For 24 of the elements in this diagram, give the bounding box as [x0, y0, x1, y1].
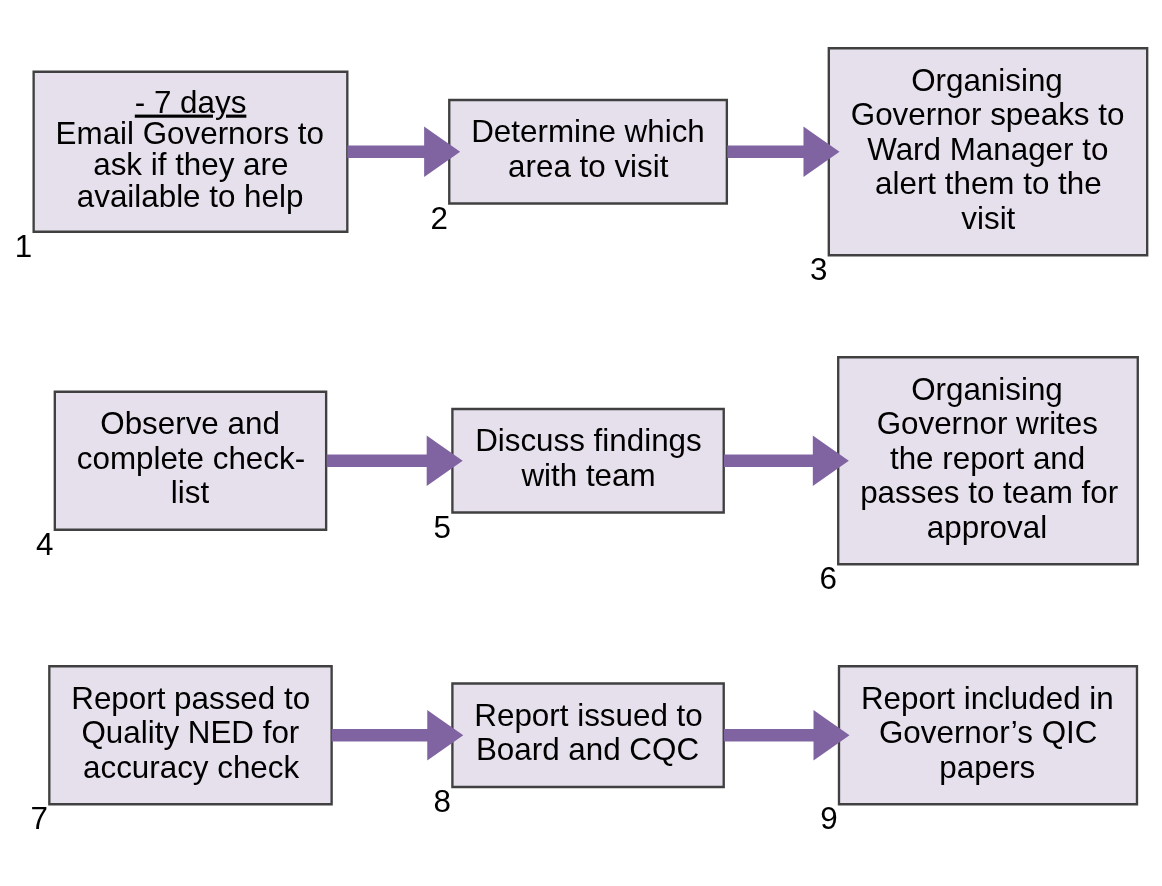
node-label: 1 [14, 228, 33, 264]
node-box: Organising Governor speaks to Ward Manager to alert them to the visit [827, 46, 1149, 256]
node-label: 8 [433, 783, 452, 819]
node-label: 3 [809, 251, 828, 287]
arrow [727, 126, 840, 177]
node-box: Discuss findings with team [451, 407, 725, 514]
arrow [347, 126, 461, 177]
node-label: 6 [819, 560, 837, 596]
arrow [723, 435, 849, 486]
arrow [326, 435, 463, 486]
node-box: Observe and complete check-list [53, 390, 328, 531]
node-box: - 7 days Email Governors to ask if they are available to help [32, 70, 349, 233]
arrow [723, 709, 850, 760]
node-label: 5 [433, 509, 452, 545]
node-box: Report passed to Quality NED for accuracy check [48, 664, 333, 805]
node-label: 9 [820, 800, 838, 836]
node-box: Report included in Governor’s QIC papers [837, 664, 1139, 805]
node-label: 7 [30, 800, 48, 836]
arrow [331, 709, 464, 760]
node-label: 2 [430, 200, 448, 236]
node-box: Determine which area to visit [448, 98, 729, 205]
node-box: Organising Governor writes the report and passes to team for approval [837, 355, 1139, 565]
node-box: Report issued to Board and CQC [451, 681, 725, 788]
node-label: 4 [36, 526, 54, 562]
